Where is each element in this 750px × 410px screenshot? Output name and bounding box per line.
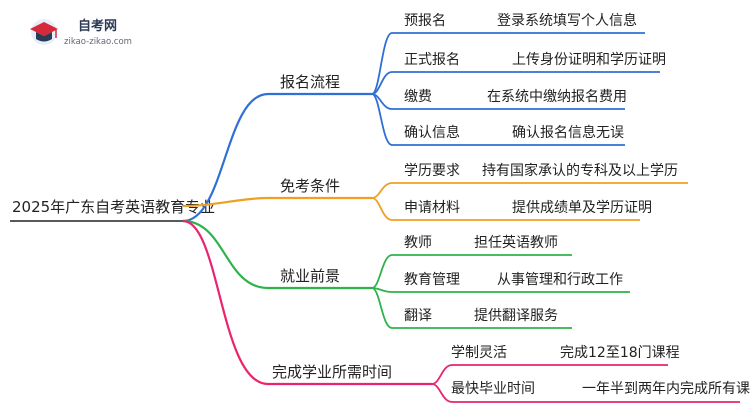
branch-label: 完成学业所需时间 — [272, 363, 392, 381]
sub-label: 预报名 — [404, 13, 446, 29]
sub-label: 翻译 — [404, 308, 432, 324]
logo-url: zikao-zikao.com — [64, 37, 132, 47]
sub-label: 申请材料 — [404, 200, 460, 216]
branch-exemption: 免考条件 学历要求 持有国家承认的专科及以上学历 申请材料 提供成绩单及学历证明 — [182, 162, 688, 221]
sub-detail: 确认报名信息无误 — [512, 124, 624, 141]
sub-detail: 从事管理和行政工作 — [497, 272, 623, 288]
sub-detail: 登录系统填写个人信息 — [497, 12, 637, 29]
root-label: 2025年广东自考英语教育专业 — [12, 198, 215, 216]
sub-label: 最快毕业时间 — [451, 381, 535, 397]
branch-label: 就业前景 — [280, 267, 340, 285]
branch-connector — [182, 219, 269, 386]
sub-detail: 持有国家承认的专科及以上学历 — [482, 162, 678, 179]
branch-career: 就业前景 教师 担任英语教师 教育管理 从事管理和行政工作 翻译 提供翻译服务 — [182, 219, 630, 329]
root-node: 2025年广东自考英语教育专业 — [10, 198, 215, 222]
sub-label: 缴费 — [404, 89, 432, 105]
sub-detail: 提供成绩单及学历证明 — [512, 200, 652, 216]
site-logo: 自考网 zikao-zikao.com — [30, 18, 132, 47]
branch-connector — [182, 92, 269, 223]
sub-label: 教师 — [404, 235, 432, 251]
sub-label: 学制灵活 — [451, 345, 507, 361]
sub-detail: 上传身份证明和学历证明 — [512, 52, 666, 68]
branch-label: 免考条件 — [280, 177, 340, 195]
graduation-cap-icon — [30, 19, 58, 45]
branch-duration: 完成学业所需时间 学制灵活 完成12至18门课程 最快毕业时间 一年半到两年内完… — [182, 219, 750, 403]
logo-title: 自考网 — [78, 18, 117, 34]
sub-detail: 在系统中缴纳报名费用 — [487, 89, 627, 105]
sub-detail: 担任英语教师 — [474, 234, 558, 251]
sub-label: 学历要求 — [404, 163, 460, 179]
branch-connector — [182, 219, 269, 290]
sub-detail: 完成12至18门课程 — [560, 345, 680, 361]
sub-label: 教育管理 — [404, 272, 460, 288]
branch-label: 报名流程 — [280, 73, 340, 91]
sub-label: 正式报名 — [404, 52, 460, 68]
branch-connector — [182, 196, 269, 208]
sub-detail: 一年半到两年内完成所有课程 — [582, 381, 750, 397]
branch-registration: 报名流程 预报名 登录系统填写个人信息 正式报名 上传身份证明和学历证明 缴费 … — [182, 12, 666, 223]
sub-label: 确认信息 — [404, 124, 460, 141]
sub-detail: 提供翻译服务 — [474, 308, 558, 324]
